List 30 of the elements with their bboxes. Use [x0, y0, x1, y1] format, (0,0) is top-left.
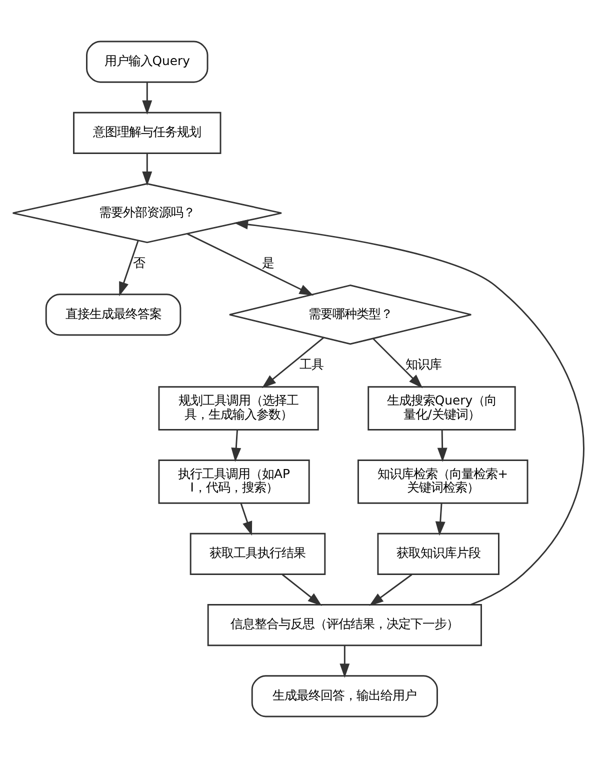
arrow	[142, 153, 152, 186]
node-diamond: 需要外部资源吗？	[12, 182, 282, 244]
edge-label: 工具	[299, 356, 324, 372]
arrow	[142, 82, 152, 115]
arrow	[282, 574, 322, 606]
node-box: 用户输入Query	[86, 40, 208, 83]
node-box: 获取知识库片段	[377, 532, 500, 575]
node-box: 知识库检索（向量检索+关键词检索）	[357, 460, 528, 504]
arrow	[186, 233, 314, 296]
edge-label: 知识库	[406, 356, 442, 372]
node-box: 执行工具调用（如API，代码，搜索）	[158, 460, 310, 504]
node-box: 获取工具执行结果	[190, 532, 326, 575]
node-box: 生成搜索Query（向量化/关键词）	[368, 386, 516, 431]
arrow	[240, 503, 252, 536]
node-box: 规划工具调用（选择工具，生成输入参数）	[158, 386, 319, 431]
edge-label: 是	[262, 255, 274, 270]
arrow	[234, 219, 584, 606]
node-box: 意图理解与任务规划	[73, 112, 222, 154]
arrow	[437, 430, 448, 462]
arrow	[119, 240, 139, 296]
arrow	[262, 337, 324, 388]
arrow	[372, 338, 423, 388]
arrow	[340, 646, 350, 678]
node-box: 信息整合与反思（评估结果，决定下一步）	[207, 604, 482, 646]
arrow	[435, 503, 446, 536]
node-box: 生成最终回答，输出给用户	[251, 675, 438, 718]
edge-label: 否	[133, 255, 146, 270]
arrow	[231, 430, 242, 462]
arrow	[369, 574, 412, 606]
node-box: 直接生成最终答案	[45, 294, 182, 336]
